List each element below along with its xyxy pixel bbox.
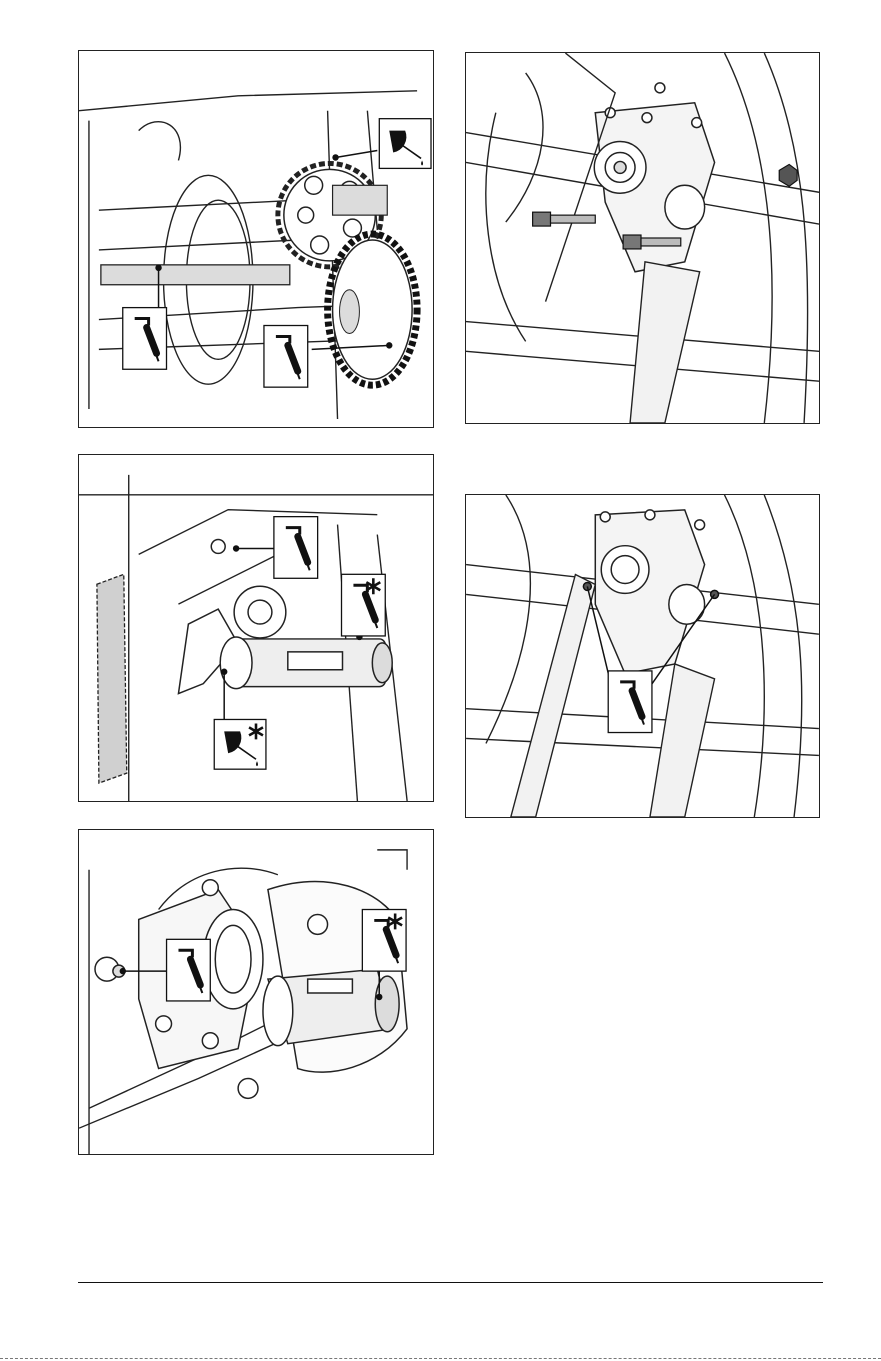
oil-can-asterisk-icon [214, 719, 266, 769]
footer-rule [78, 1282, 823, 1283]
drive-shaft-illustration [79, 830, 433, 1154]
grease-gun-asterisk-icon [342, 574, 386, 636]
grease-gun-icon [274, 517, 318, 579]
page-cut-line [0, 1358, 881, 1359]
figure-panel-4 [465, 494, 820, 818]
figure-panel-1 [78, 50, 434, 428]
grease-gun-icon [264, 326, 308, 388]
chain-sprocket-illustration [79, 51, 433, 427]
figure-panel-3 [78, 454, 434, 802]
auger-gearbox-illustration [466, 53, 819, 423]
grease-gun-icon [123, 308, 167, 370]
grease-gun-asterisk-icon [362, 910, 406, 972]
grease-gun-icon [608, 671, 652, 733]
shaft-fitting-illustration [79, 455, 433, 801]
grease-gun-icon [167, 939, 211, 1001]
figure-panel-5 [78, 829, 434, 1155]
oil-can-icon [379, 119, 431, 169]
auger-fittings-illustration [466, 495, 819, 817]
figure-panel-2 [465, 52, 820, 424]
